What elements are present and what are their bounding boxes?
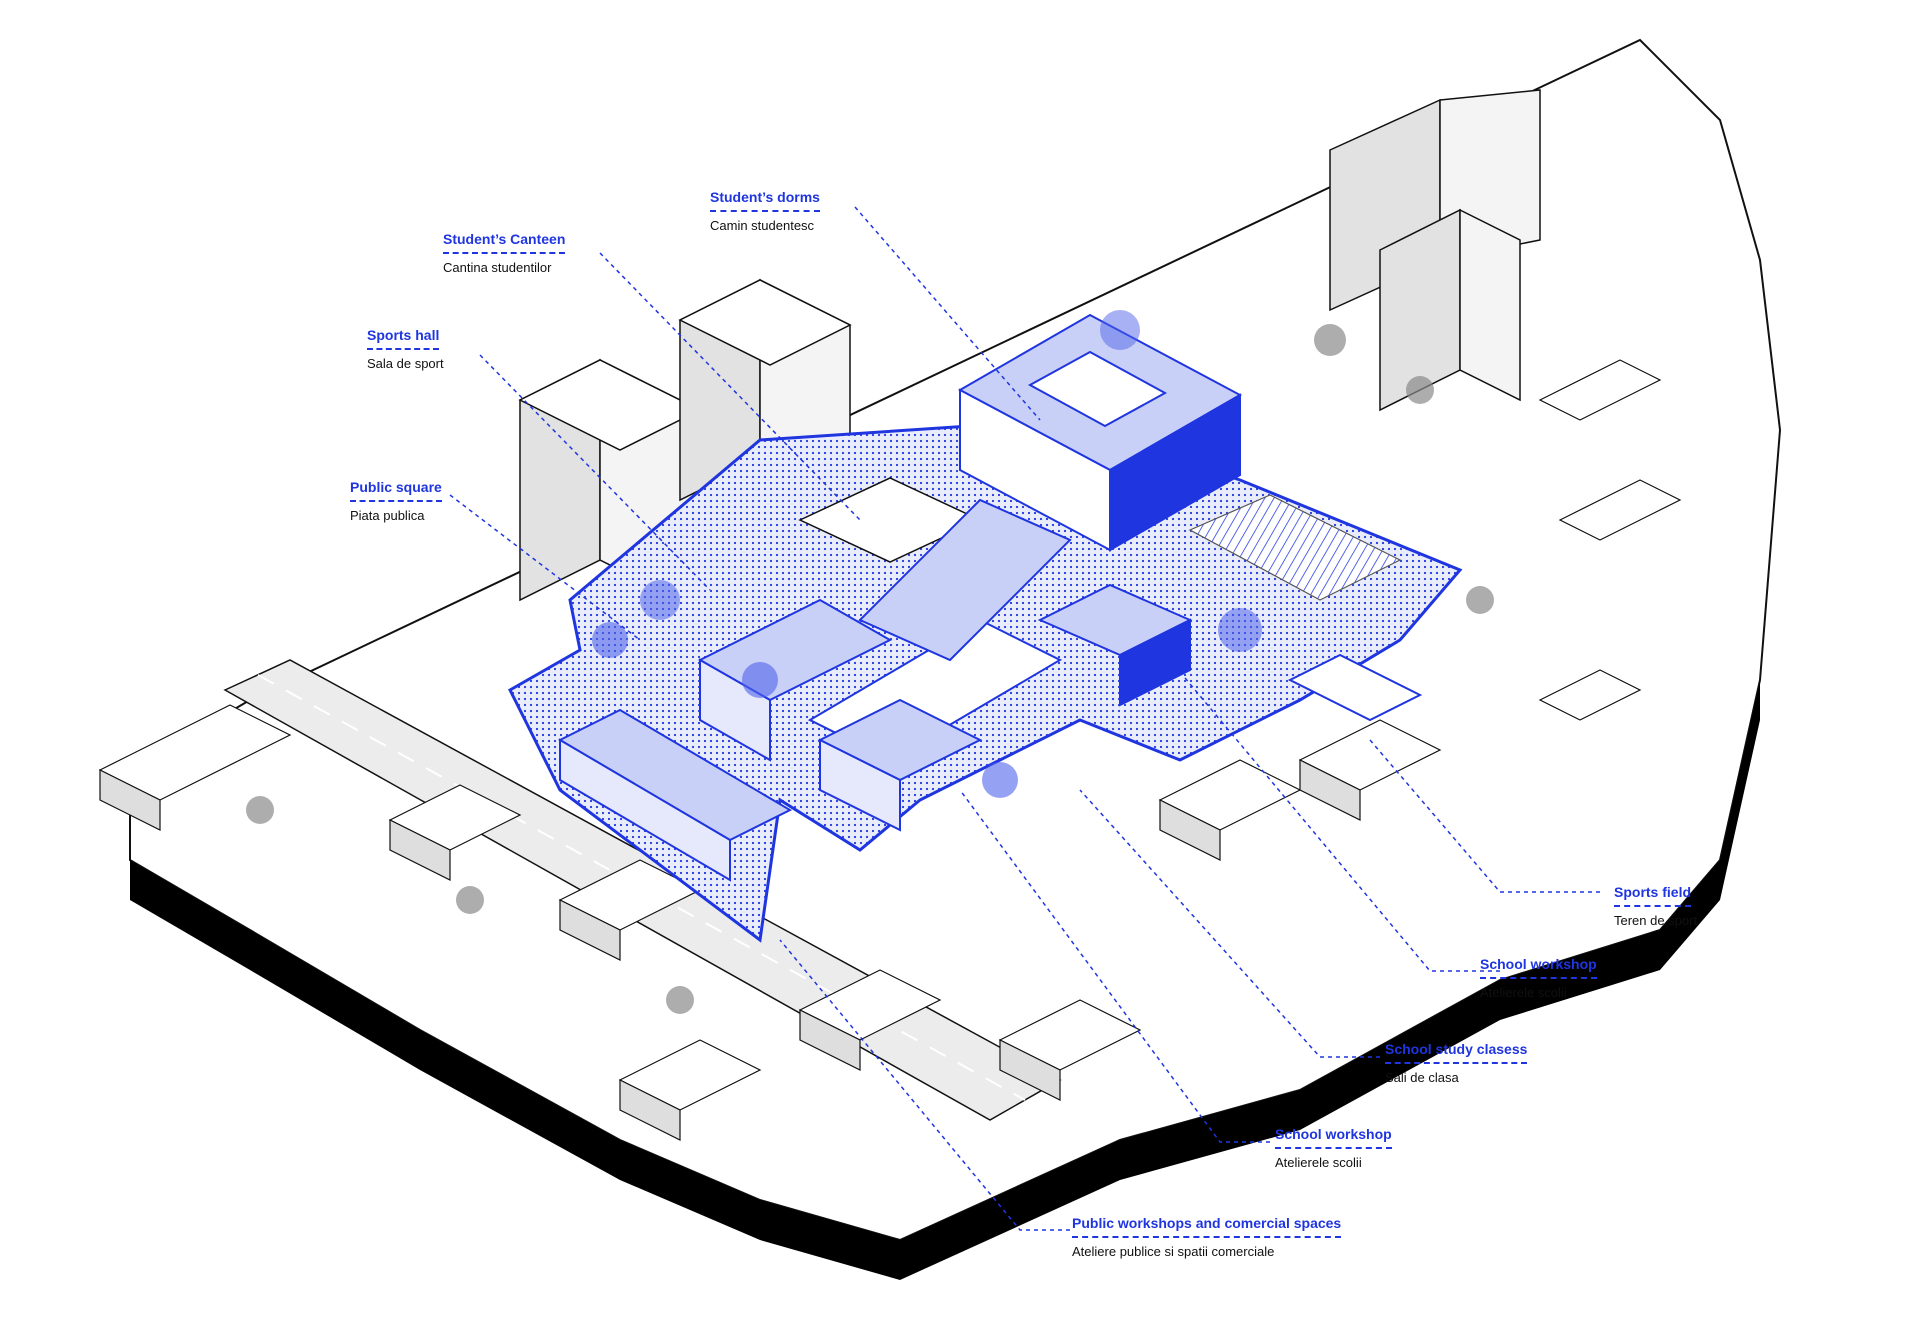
trees xyxy=(246,310,1494,1014)
label-en: School workshop xyxy=(1480,956,1597,979)
label-en: Sports field xyxy=(1614,884,1692,907)
leader-canteen xyxy=(599,252,861,521)
label-ro: Atelierele scolii xyxy=(1275,1154,1362,1170)
label-public-workshops: Public workshops and comercial spaces At… xyxy=(1072,1214,1342,1260)
label-students-dorms: Student’s dorms Camin studentesc xyxy=(710,188,820,234)
label-ro: Sali de clasa xyxy=(1385,1069,1459,1085)
label-school-workshop-2: School workshop Atelierele scolii xyxy=(1275,1125,1392,1171)
leader-sports-hall xyxy=(479,354,711,591)
label-ro: Piata publica xyxy=(350,507,425,523)
label-en: Sports hall xyxy=(367,327,440,350)
label-school-study-classes: School study clasess Sali de clasa xyxy=(1385,1040,1528,1086)
label-ro: Camin studentesc xyxy=(710,217,815,233)
leader-workshop-2 xyxy=(959,789,1270,1143)
label-en: School study clasess xyxy=(1385,1041,1528,1064)
label-en: Public square xyxy=(350,479,442,502)
label-school-workshop-1: School workshop Atelierele scolii xyxy=(1480,955,1597,1001)
label-en: Student’s Canteen xyxy=(443,231,566,254)
context-houses xyxy=(98,359,1682,1141)
label-sports-hall: Sports hall Sala de sport xyxy=(367,326,444,372)
label-ro: Teren de sport xyxy=(1614,912,1698,928)
label-ro: Ateliere publice si spatii comerciale xyxy=(1072,1243,1275,1259)
label-sports-field: Sports field Teren de sport xyxy=(1614,883,1697,929)
leader-study-classes xyxy=(1079,789,1380,1058)
label-en: Student’s dorms xyxy=(710,189,820,212)
leader-public-workshops xyxy=(779,939,1070,1231)
label-ro: Sala de sport xyxy=(367,355,444,371)
label-en: School workshop xyxy=(1275,1126,1392,1149)
label-ro: Cantina studentilor xyxy=(443,259,552,275)
label-en: Public workshops and comercial spaces xyxy=(1072,1215,1342,1238)
label-ro: Atelierele scolii xyxy=(1480,984,1567,1000)
label-students-canteen: Student’s Canteen Cantina studentilor xyxy=(443,230,566,276)
project-buildings xyxy=(557,313,1423,882)
label-public-square: Public square Piata publica xyxy=(350,478,442,524)
leader-sports-field xyxy=(1369,739,1600,893)
leader-lines xyxy=(449,206,1600,1231)
leader-dorms xyxy=(854,206,1041,421)
